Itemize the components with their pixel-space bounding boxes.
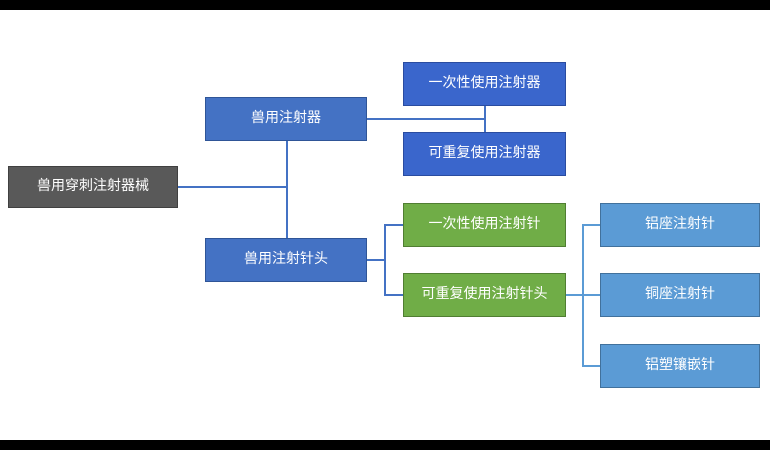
- node-copper-seat-needle: 铜座注射针: [600, 273, 760, 317]
- connector-syringe-horizontal: [367, 118, 485, 120]
- connector-needle-bracket: [384, 224, 386, 296]
- node-aluminum-plastic-inlay-needle: 铝塑镶嵌针: [600, 344, 760, 388]
- node-vet-puncture-injection-devices: 兽用穿刺注射器械: [8, 166, 178, 208]
- connector-disposable-needle-stub: [384, 224, 404, 226]
- connector-leaf-horizontal: [566, 294, 583, 296]
- connector-copper-seat-stub: [582, 294, 601, 296]
- connector-aluminum-seat-stub: [582, 224, 601, 226]
- node-disposable-needle: 一次性使用注射针: [403, 203, 566, 247]
- connector-level1-trunk: [286, 141, 288, 238]
- node-reusable-needle: 可重复使用注射针头: [403, 273, 566, 317]
- node-vet-needle: 兽用注射针头: [205, 238, 367, 282]
- connector-reusable-needle-stub: [384, 294, 404, 296]
- connector-root-horizontal: [178, 186, 287, 188]
- node-vet-syringe: 兽用注射器: [205, 97, 367, 141]
- node-disposable-syringe: 一次性使用注射器: [403, 62, 566, 106]
- node-aluminum-seat-needle: 铝座注射针: [600, 203, 760, 247]
- connector-inlay-stub: [582, 365, 601, 367]
- node-reusable-syringe: 可重复使用注射器: [403, 132, 566, 176]
- connector-syringe-vertical: [484, 106, 486, 132]
- connector-needle-horizontal: [367, 259, 385, 261]
